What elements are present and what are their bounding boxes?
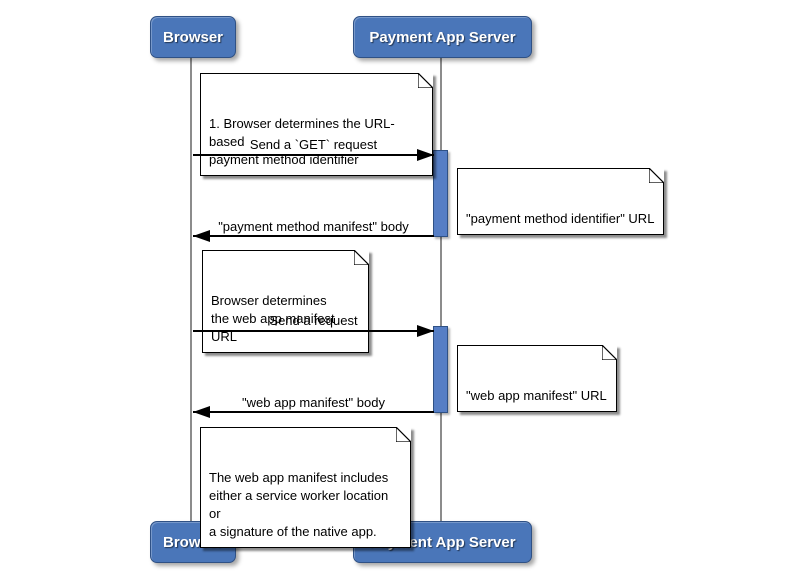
message-send-get-request-label: Send a `GET` request <box>249 137 378 152</box>
server-lifeline <box>440 58 442 522</box>
note-payment-method-identifier-url: "payment method identifier" URL <box>457 168 665 235</box>
note-determine-web-app-manifest-url: Browser determines the web app manifest … <box>202 250 369 353</box>
actor-server-label: Payment App Server <box>369 28 516 46</box>
browser-lifeline <box>190 58 192 522</box>
message-web-app-manifest-body-arrow <box>193 406 434 418</box>
message-send-get-request-arrow <box>193 149 434 161</box>
note-fold-icon <box>396 427 411 442</box>
note-text: "payment method identifier" URL <box>466 211 655 226</box>
actor-server-top: Payment App Server <box>353 16 532 58</box>
note-fold-icon <box>354 250 369 265</box>
note-web-app-manifest-contents: The web app manifest includes either a s… <box>200 427 411 548</box>
message-payment-method-manifest-body-label: "payment method manifest" body <box>218 219 409 234</box>
actor-browser-label: Browser <box>162 28 224 46</box>
message-payment-method-manifest-body-arrow <box>193 230 434 242</box>
note-fold-icon <box>601 345 617 360</box>
note-text: Browser determines the web app manifest … <box>211 293 335 344</box>
note-web-app-manifest-url: "web app manifest" URL <box>457 345 617 412</box>
actor-browser-top: Browser <box>150 16 236 58</box>
note-fold-icon <box>649 168 665 183</box>
arrowhead-right-icon <box>417 149 434 161</box>
arrowhead-left-icon <box>193 230 210 242</box>
note-determine-payment-method-id: 1. Browser determines the URL-based paym… <box>200 73 433 176</box>
message-web-app-manifest-body-label: "web app manifest" body <box>242 395 385 410</box>
arrowhead-right-icon <box>417 325 434 337</box>
message-send-a-request-arrow <box>193 325 434 337</box>
server-activation-bar-2 <box>433 326 448 413</box>
note-text: "web app manifest" URL <box>466 388 607 403</box>
message-send-a-request-label: Send a request <box>269 313 358 328</box>
server-activation-bar-1 <box>433 150 448 237</box>
arrowhead-left-icon <box>193 406 210 418</box>
note-fold-icon <box>418 73 433 88</box>
note-text: The web app manifest includes either a s… <box>209 470 389 539</box>
